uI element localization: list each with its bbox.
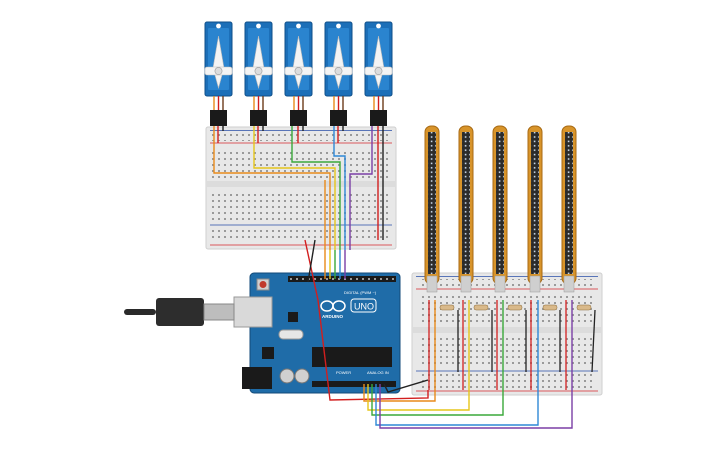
wires-arduino[interactable]: [304, 239, 573, 429]
digital-label: DIGITAL (PWM ~): [344, 290, 377, 295]
usb-cable[interactable]: [124, 298, 235, 326]
arduino-model: UNO: [354, 302, 374, 312]
breadboard-top[interactable]: [205, 126, 397, 250]
servo-4[interactable]: [324, 21, 353, 126]
flex-5[interactable]: [561, 125, 577, 293]
arduino-logo-icon: [320, 300, 346, 312]
flex-3[interactable]: [492, 125, 508, 293]
power-label: POWER: [336, 370, 351, 375]
servo-2[interactable]: [244, 21, 273, 126]
servo-3[interactable]: [284, 21, 313, 126]
analog-label: ANALOG IN: [367, 370, 389, 375]
resistors[interactable]: [439, 304, 592, 311]
servo-1[interactable]: [204, 21, 233, 126]
arduino-uno[interactable]: ARDUINO UNO DIGITAL (PWM ~) POWER ANALOG…: [233, 272, 401, 394]
flex-4[interactable]: [527, 125, 543, 293]
wires-right-breadboard[interactable]: [428, 300, 596, 390]
servo-5[interactable]: [364, 21, 393, 126]
arduino-brand: ARDUINO: [322, 314, 343, 319]
flex-1[interactable]: [424, 125, 440, 293]
wires-top-breadboard[interactable]: [213, 126, 384, 250]
flex-2[interactable]: [458, 125, 474, 293]
